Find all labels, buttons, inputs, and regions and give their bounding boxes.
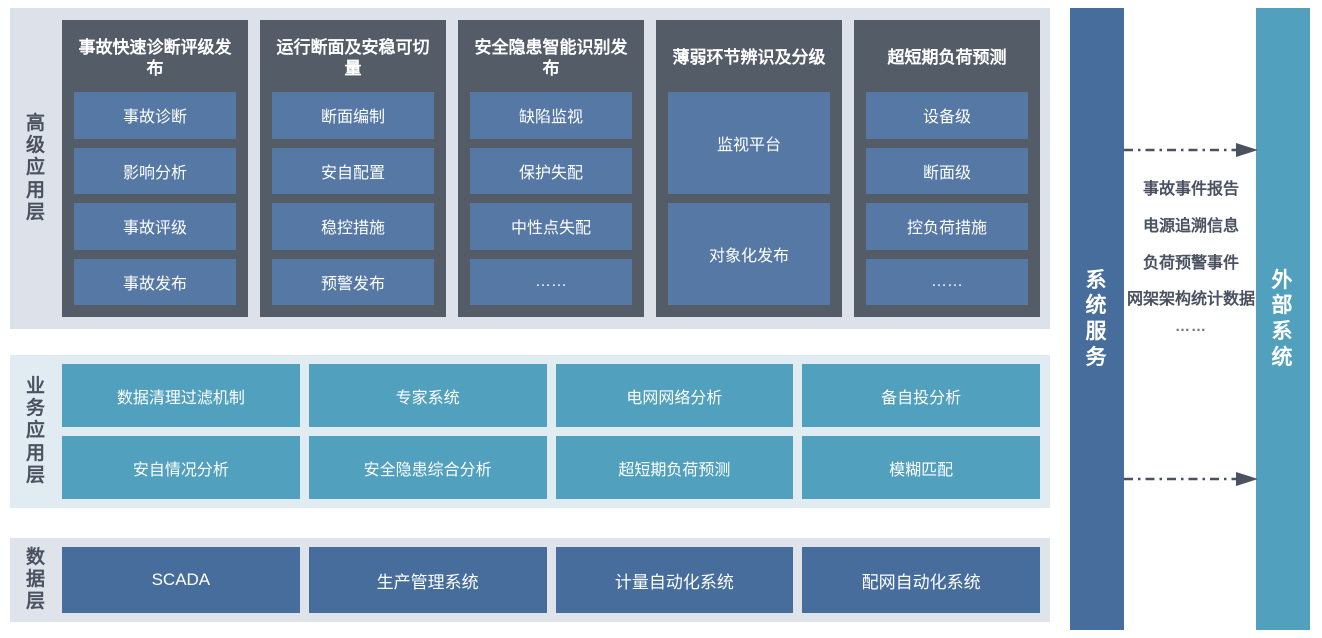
advanced-item[interactable]: 缺陷监视 — [470, 92, 632, 139]
column-items: 监视平台 对象化发布 — [668, 92, 830, 305]
advanced-item[interactable]: 安自配置 — [272, 147, 434, 194]
advanced-item[interactable]: 事故诊断 — [74, 92, 236, 139]
system-service-bar[interactable]: 系统服务 — [1070, 8, 1124, 630]
data-item-metering-automation[interactable]: 计量自动化系统 — [555, 547, 794, 613]
flow-arrow-top-icon — [1124, 143, 1258, 157]
flow-label-ellipsis: …… — [1175, 318, 1207, 336]
business-item[interactable]: 超短期负荷预测 — [555, 436, 794, 499]
advanced-layer-columns: 事故快速诊断评级发布 事故诊断 影响分析 事故评级 事故发布 运行断面及安稳可切… — [62, 8, 1050, 329]
column-title: 薄弱环节辨识及分级 — [672, 48, 826, 68]
business-layer-rows: 数据清理过滤机制 专家系统 电网网络分析 备自投分析 安自情况分析 安全隐患综合… — [62, 355, 1050, 508]
column-items: 缺陷监视 保护失配 中性点失配 …… — [470, 92, 632, 305]
data-item-scada[interactable]: SCADA — [62, 547, 300, 613]
advanced-item[interactable]: 监视平台 — [668, 92, 830, 194]
advanced-item[interactable]: 预警发布 — [272, 258, 434, 305]
advanced-item[interactable]: 事故发布 — [74, 258, 236, 305]
business-row: 安自情况分析 安全隐患综合分析 超短期负荷预测 模糊匹配 — [62, 436, 1040, 499]
data-layer: 数据层 SCADA 生产管理系统 计量自动化系统 配网自动化系统 — [10, 538, 1050, 622]
business-layer-label: 业务应用层 — [10, 355, 62, 508]
business-item[interactable]: 电网网络分析 — [555, 364, 794, 427]
column-items: 事故诊断 影响分析 事故评级 事故发布 — [74, 92, 236, 305]
advanced-column-operation-section[interactable]: 运行断面及安稳可切量 断面编制 安自配置 稳控措施 预警发布 — [260, 20, 446, 317]
flow-label: 网架架构统计数据 — [1126, 291, 1255, 309]
flow-label: 事故事件报告 — [1142, 181, 1239, 198]
flow-arrow-bottom-icon — [1124, 472, 1258, 486]
business-item[interactable]: 数据清理过滤机制 — [62, 364, 300, 427]
column-items: 断面编制 安自配置 稳控措施 预警发布 — [272, 92, 434, 305]
data-layer-label-text: 数据层 — [25, 546, 46, 613]
column-title: 运行断面及安稳可切量 — [276, 37, 430, 78]
advanced-layer-label: 高级应用层 — [10, 8, 62, 329]
advanced-application-layer: 高级应用层 事故快速诊断评级发布 事故诊断 影响分析 事故评级 事故发布 运行断… — [10, 8, 1050, 329]
advanced-item[interactable]: 事故评级 — [74, 203, 236, 250]
advanced-item[interactable]: 设备级 — [866, 92, 1028, 139]
advanced-item[interactable]: 对象化发布 — [668, 203, 830, 305]
advanced-column-accident-diagnosis[interactable]: 事故快速诊断评级发布 事故诊断 影响分析 事故评级 事故发布 — [62, 20, 248, 317]
advanced-item[interactable]: 稳控措施 — [272, 203, 434, 250]
business-layer-label-text: 业务应用层 — [25, 376, 46, 486]
advanced-item[interactable]: 影响分析 — [74, 147, 236, 194]
business-item[interactable]: 专家系统 — [308, 364, 547, 427]
system-service-label: 系统服务 — [1085, 268, 1109, 369]
advanced-item[interactable]: 保护失配 — [470, 147, 632, 194]
advanced-column-weak-link[interactable]: 薄弱环节辨识及分级 监视平台 对象化发布 — [656, 20, 842, 317]
column-title: 事故快速诊断评级发布 — [78, 37, 232, 78]
advanced-column-safety-hazard[interactable]: 安全隐患智能识别发布 缺陷监视 保护失配 中性点失配 …… — [458, 20, 644, 317]
external-system-label: 外部系统 — [1271, 268, 1295, 369]
business-application-layer: 业务应用层 数据清理过滤机制 专家系统 电网网络分析 备自投分析 安自情况分析 … — [10, 355, 1050, 508]
column-title: 超短期负荷预测 — [887, 48, 1007, 68]
business-item[interactable]: 安自情况分析 — [62, 436, 300, 499]
advanced-item[interactable]: 中性点失配 — [470, 203, 632, 250]
advanced-item[interactable]: 断面编制 — [272, 92, 434, 139]
business-item[interactable]: 模糊匹配 — [802, 436, 1040, 499]
business-item[interactable]: 备自投分析 — [802, 364, 1040, 427]
advanced-item-ellipsis[interactable]: …… — [470, 258, 632, 305]
data-layer-label: 数据层 — [10, 538, 62, 622]
business-item[interactable]: 安全隐患综合分析 — [308, 436, 547, 499]
column-items: 设备级 断面级 控负荷措施 …… — [866, 92, 1028, 305]
advanced-item-ellipsis[interactable]: …… — [866, 258, 1028, 305]
advanced-layer-label-text: 高级应用层 — [25, 113, 46, 223]
column-title: 安全隐患智能识别发布 — [474, 37, 628, 78]
advanced-column-ultra-short-load[interactable]: 超短期负荷预测 设备级 断面级 控负荷措施 …… — [854, 20, 1040, 317]
flow-label: 电源追溯信息 — [1142, 217, 1239, 235]
advanced-item[interactable]: 断面级 — [866, 147, 1028, 194]
data-item-production-management[interactable]: 生产管理系统 — [308, 547, 547, 613]
business-row: 数据清理过滤机制 专家系统 电网网络分析 备自投分析 — [62, 364, 1040, 427]
external-system-bar[interactable]: 外部系统 — [1256, 8, 1310, 630]
data-item-distribution-automation[interactable]: 配网自动化系统 — [802, 547, 1040, 613]
advanced-item[interactable]: 控负荷措施 — [866, 203, 1028, 250]
flow-label-list: 事故事件报告 电源追溯信息 负荷预警事件 网架架构统计数据 …… — [1124, 180, 1258, 337]
data-layer-items: SCADA 生产管理系统 计量自动化系统 配网自动化系统 — [62, 538, 1050, 622]
flow-label: 负荷预警事件 — [1142, 254, 1239, 272]
